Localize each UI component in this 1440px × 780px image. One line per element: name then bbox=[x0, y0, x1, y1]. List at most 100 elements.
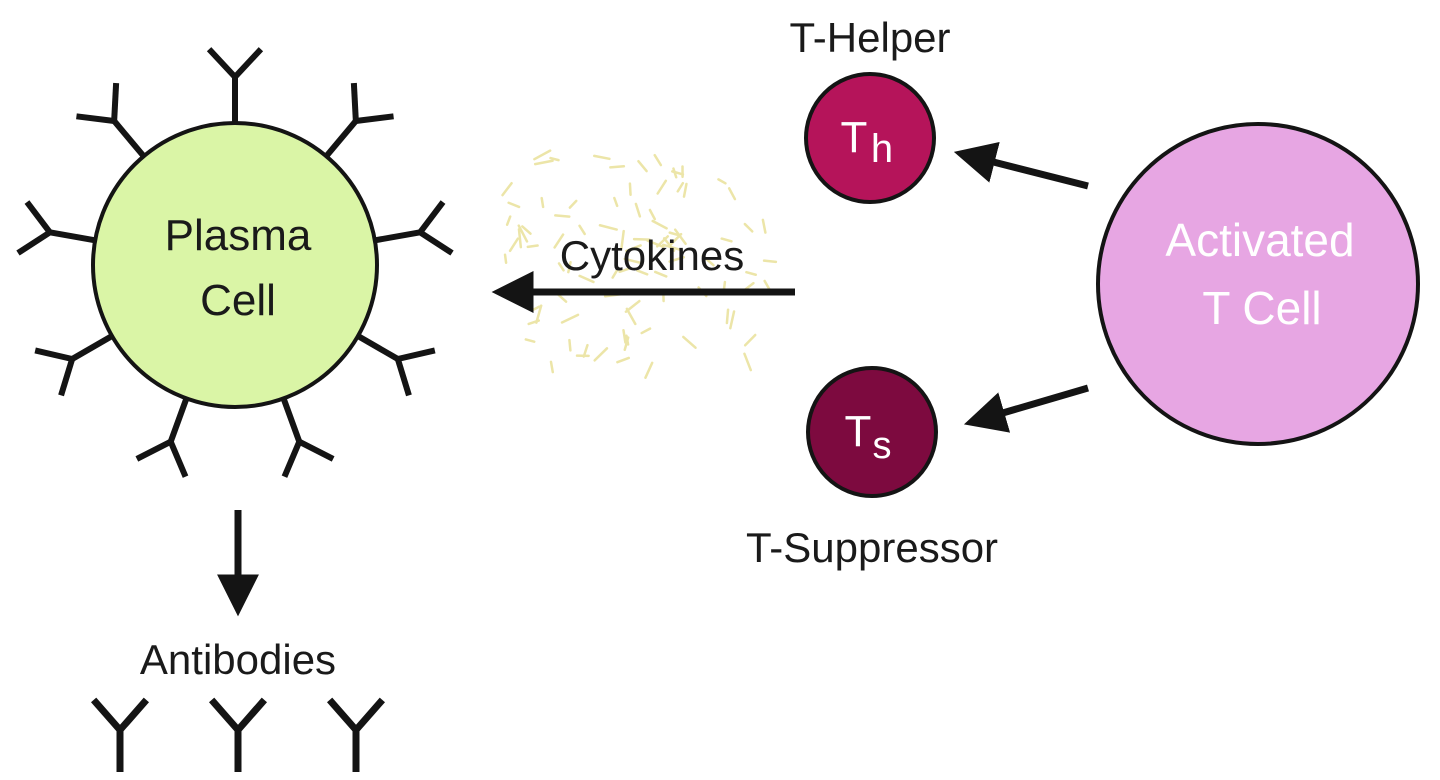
free-antibodies bbox=[90, 697, 386, 772]
cytokine-particle bbox=[701, 254, 715, 267]
activated-t-cell-label-line1: Activated bbox=[1165, 214, 1354, 266]
cytokine-particle bbox=[578, 274, 595, 284]
cytokine-particle bbox=[501, 181, 513, 197]
cytokine-particle bbox=[743, 222, 754, 233]
antibody-spike bbox=[280, 395, 335, 478]
antibody-spike bbox=[206, 47, 264, 125]
cytokine-particle bbox=[554, 214, 571, 218]
t-suppressor-cell: T s T-Suppressor bbox=[746, 366, 998, 571]
cytokine-particle bbox=[725, 308, 730, 325]
cytokine-particle bbox=[526, 244, 539, 249]
antibody-spike bbox=[135, 395, 190, 478]
cytokine-particle bbox=[622, 329, 627, 344]
cytokine-particle bbox=[582, 343, 589, 358]
cytokine-particle bbox=[720, 237, 733, 243]
activated-t-cell-body bbox=[1096, 122, 1420, 446]
cytokine-particle bbox=[611, 267, 620, 279]
cytokine-particle bbox=[668, 256, 685, 263]
cytokine-particle bbox=[729, 310, 736, 330]
cytokine-particle bbox=[682, 335, 697, 349]
cytokine-particle bbox=[646, 239, 665, 249]
arrow-to-t-helper bbox=[953, 141, 1089, 190]
t-helper-label: T-Helper bbox=[789, 14, 950, 61]
cytokine-particle bbox=[743, 352, 753, 372]
cytokine-particle bbox=[549, 360, 555, 374]
cytokine-particle bbox=[568, 338, 572, 352]
cytokine-particle bbox=[616, 356, 631, 364]
cytokine-particle bbox=[540, 196, 545, 209]
cytokine-particle bbox=[651, 219, 668, 230]
cytokine-particle bbox=[593, 154, 611, 161]
antibody-icon bbox=[90, 697, 150, 772]
cytokine-particle bbox=[637, 159, 648, 173]
cytokine-particle bbox=[628, 182, 632, 196]
cytokine-particle bbox=[727, 187, 737, 201]
cytokine-particle bbox=[648, 208, 657, 221]
antibody-icon bbox=[326, 697, 386, 772]
cytokine-particle bbox=[717, 178, 727, 185]
cytokine-particle bbox=[656, 179, 668, 195]
cytokine-particle bbox=[507, 201, 521, 209]
cytokine-particle bbox=[517, 228, 523, 249]
plasma-cell-antibody-spikes bbox=[16, 47, 454, 478]
cytokine-particle bbox=[535, 304, 543, 324]
activated-t-cell: Activated T Cell bbox=[1096, 122, 1420, 446]
cytokine-particle bbox=[762, 259, 778, 264]
cytokine-particle bbox=[620, 229, 625, 250]
plasma-cell-label-line2: Cell bbox=[200, 276, 276, 325]
t-helper-subscript: h bbox=[871, 127, 893, 171]
cytokine-particle bbox=[508, 237, 520, 253]
cytokine-particle bbox=[653, 153, 663, 167]
cytokine-particle bbox=[636, 269, 649, 276]
antibodies-label: Antibodies bbox=[140, 636, 336, 683]
cytokine-particle bbox=[743, 333, 757, 347]
cytokine-particle bbox=[505, 215, 512, 226]
cytokine-particle bbox=[618, 267, 630, 274]
cytokine-particle bbox=[530, 305, 541, 312]
plasma-cell: Plasma Cell bbox=[91, 121, 379, 409]
antibody-spike bbox=[34, 332, 116, 397]
cytokine-particle bbox=[560, 313, 580, 324]
cytokine-particle bbox=[524, 338, 536, 343]
cytokines-label: Cytokines bbox=[560, 232, 744, 279]
cytokine-particle bbox=[598, 224, 618, 231]
cytokine-particle bbox=[624, 299, 641, 313]
antibody-spike bbox=[322, 82, 394, 160]
antibody-spike bbox=[16, 200, 98, 256]
cytokine-particle bbox=[653, 270, 668, 278]
cytokine-particle bbox=[661, 243, 682, 252]
t-suppressor-symbol: T bbox=[845, 407, 872, 456]
cytokine-particle bbox=[625, 244, 642, 253]
t-helper-symbol: T bbox=[841, 113, 868, 162]
cytokine-particle bbox=[533, 159, 554, 166]
cytokine-particle bbox=[673, 228, 687, 246]
cytokine-particle bbox=[593, 347, 609, 362]
t-suppressor-body bbox=[806, 366, 938, 498]
cytokine-particle bbox=[761, 218, 767, 234]
t-suppressor-label: T-Suppressor bbox=[746, 524, 998, 571]
cytokine-particle bbox=[609, 164, 626, 169]
cytokine-particle bbox=[676, 181, 685, 193]
t-helper-cell: T-Helper T h bbox=[789, 14, 951, 204]
cytokine-particle bbox=[549, 156, 560, 162]
cytokine-particle bbox=[644, 361, 654, 379]
plasma-cell-body bbox=[91, 121, 379, 409]
cytokine-particle bbox=[745, 270, 757, 277]
cytokine-particle bbox=[533, 149, 552, 161]
cytokine-particle bbox=[568, 199, 578, 209]
antibody-spike bbox=[354, 332, 436, 397]
cytokine-particle bbox=[517, 224, 529, 243]
cytokine-particle bbox=[634, 202, 642, 218]
cytokine-particle bbox=[567, 260, 572, 274]
t-suppressor-subscript: s bbox=[873, 425, 892, 467]
antibody-spike bbox=[76, 82, 148, 160]
plasma-cell-label-line1: Plasma bbox=[165, 211, 312, 260]
antibody-spike bbox=[372, 200, 454, 256]
cytokine-particle bbox=[521, 225, 532, 235]
cytokine-particle bbox=[557, 262, 565, 272]
arrow-to-t-suppressor bbox=[963, 384, 1089, 433]
cytokine-particle bbox=[578, 224, 586, 236]
activated-t-cell-label-line2: T Cell bbox=[1202, 282, 1321, 334]
t-helper-body bbox=[804, 72, 936, 204]
